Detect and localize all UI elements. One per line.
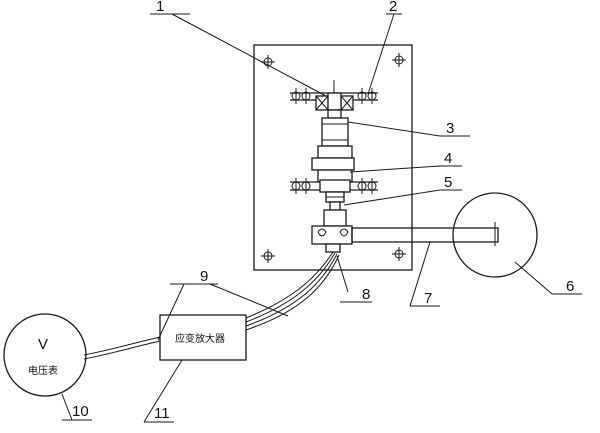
part-number-6: 6	[566, 278, 574, 295]
upper-bar-bolt	[301, 88, 311, 104]
part-number-2: 2	[389, 0, 397, 15]
lower-bearing-bar	[290, 179, 378, 193]
part-number-10: 10	[72, 403, 89, 420]
part-number-11: 11	[154, 405, 170, 422]
strain-amplifier: 应变放大器	[159, 314, 247, 361]
part-number-5: 5	[444, 174, 452, 191]
plate-bolt-hole	[261, 55, 275, 69]
lower-bar-bolt	[357, 178, 367, 194]
part-number-8: 8	[362, 286, 370, 303]
upper-bearing-bar	[290, 92, 378, 111]
amplifier-label: 应变放大器	[175, 332, 225, 345]
part-number-3: 3	[446, 120, 454, 137]
plate-bolt-hole	[261, 249, 275, 263]
leader-lines	[61, 13, 582, 423]
upper-bar-bolt	[357, 88, 367, 104]
voltmeter-label: 电压表	[28, 364, 58, 377]
lower-bar-bolt	[291, 178, 301, 194]
part-number-7: 7	[424, 290, 432, 307]
strain-gauge-clamp	[311, 225, 353, 253]
lower-bar-bolt	[367, 178, 377, 194]
plate-bolt-hole	[392, 247, 406, 261]
part-number-1: 1	[156, 0, 164, 15]
voltmeter: V 电压表	[3, 313, 87, 397]
voltmeter-symbol: V	[38, 336, 48, 353]
upper-bar-bolt	[291, 88, 301, 104]
part-number-4: 4	[444, 150, 452, 167]
signal-cables	[245, 251, 340, 331]
weight-disc	[452, 192, 538, 278]
plate-bolt-hole	[392, 53, 406, 67]
upper-bar-bolt	[367, 88, 377, 104]
lower-bar-bolt	[301, 178, 311, 194]
shaft-assembly	[311, 109, 355, 183]
lever-arm	[351, 227, 499, 243]
voltmeter-cables	[83, 336, 161, 360]
mounting-plate	[253, 44, 413, 271]
shaft-coupling	[323, 191, 347, 227]
part-number-9: 9	[200, 268, 208, 285]
